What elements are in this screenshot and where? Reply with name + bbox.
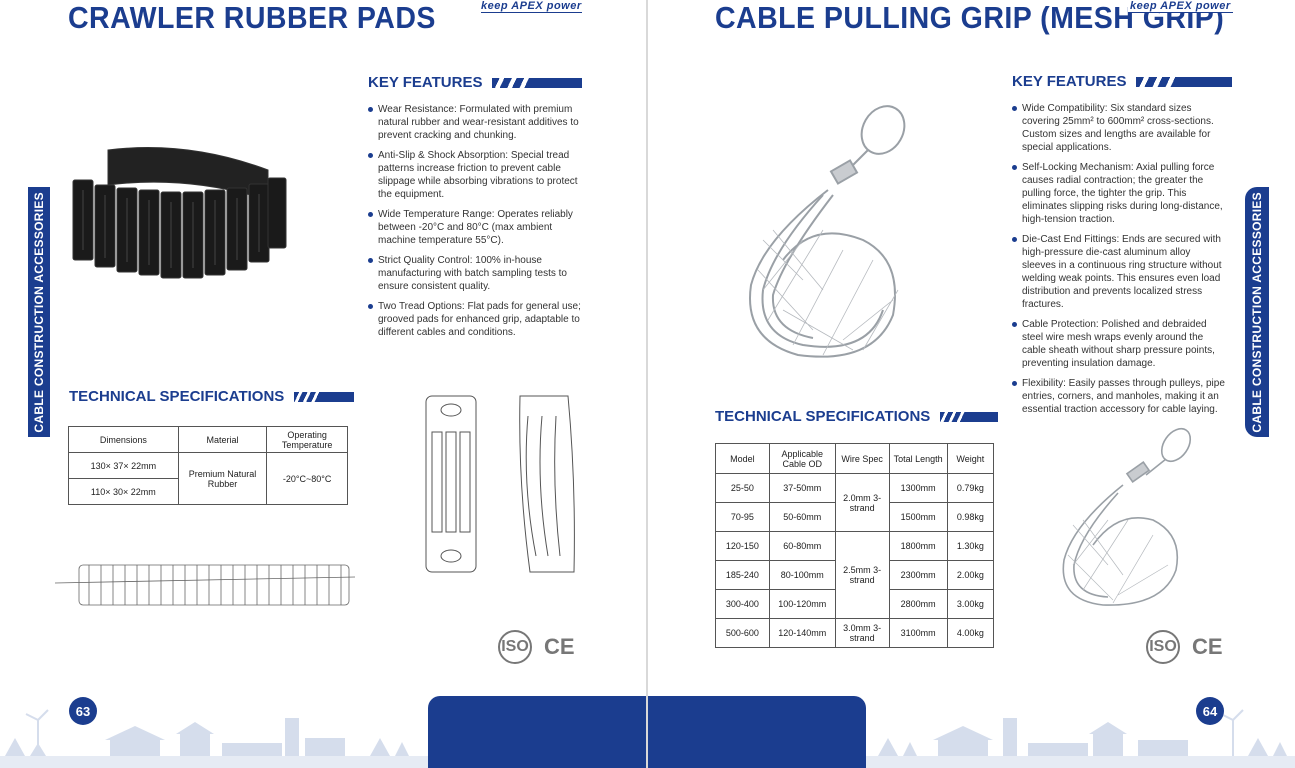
- spec-table: Dimensions Material Operating Temperatur…: [68, 426, 348, 505]
- table-cell: 2800mm: [888, 589, 948, 619]
- page-title: CRAWLER RUBBER PADS: [68, 0, 436, 35]
- spec-table: Model Applicable Cable OD Wire Spec Tota…: [715, 443, 995, 648]
- page-spine: [646, 0, 648, 768]
- feature-item: Wear Resistance: Formulated with premium…: [368, 103, 590, 142]
- table-cell: 1800mm: [888, 531, 948, 561]
- bottom-tab: [648, 696, 866, 768]
- key-features-title: KEY FEATURES: [368, 74, 483, 91]
- key-features-title: KEY FEATURES: [1012, 73, 1127, 90]
- header-cell: Weight: [946, 443, 995, 474]
- feature-list: Wear Resistance: Formulated with premium…: [368, 103, 590, 346]
- table-cell: Premium Natural Rubber: [177, 452, 268, 505]
- header-cell: Applicable Cable OD: [768, 443, 836, 474]
- table-cell: 1500mm: [888, 502, 948, 532]
- table-cell: 2.00kg: [946, 560, 995, 590]
- feature-item: Cable Protection: Polished and debraided…: [1012, 318, 1227, 370]
- table-cell: 0.79kg: [946, 473, 995, 503]
- pad-technical-drawing: [425, 395, 575, 573]
- feature-item: Anti-Slip & Shock Absorption: Special tr…: [368, 149, 590, 201]
- brand-tagline: keep APEX power: [1128, 0, 1233, 13]
- side-tab-label: CABLE CONSTRUCTION ACCESSORIES: [1250, 191, 1264, 433]
- header-cell: Model: [715, 443, 770, 474]
- feature-item: Wide Temperature Range: Operates reliabl…: [368, 208, 590, 247]
- feature-item: Strict Quality Control: 100% in-house ma…: [368, 254, 590, 293]
- table-cell: 1.30kg: [946, 531, 995, 561]
- table-cell: 60-80mm: [768, 531, 836, 561]
- iso-logo: ISO: [1146, 630, 1180, 664]
- feature-list: Wide Compatibility: Six standard sizes c…: [1012, 102, 1227, 423]
- feature-item: Two Tread Options: Flat pads for general…: [368, 300, 590, 339]
- table-cell: 120-140mm: [768, 618, 836, 648]
- table-cell: 3100mm: [888, 618, 948, 648]
- heading-stripes: [294, 391, 355, 402]
- table-cell: 50-60mm: [768, 502, 836, 532]
- side-tab-label: CABLE CONSTRUCTION ACCESSORIES: [32, 191, 46, 433]
- header-cell: Material: [177, 426, 268, 453]
- table-cell: 3.0mm 3-strand: [834, 618, 890, 648]
- table-cell: 0.98kg: [946, 502, 995, 532]
- left-page: CRAWLER RUBBER PADS keep APEX power CABL…: [0, 0, 648, 768]
- key-features-heading: KEY FEATURES: [368, 74, 583, 91]
- ce-logo: CE: [544, 634, 575, 659]
- feature-item: Wide Compatibility: Six standard sizes c…: [1012, 102, 1227, 154]
- table-cell: 4.00kg: [946, 618, 995, 648]
- crawler-pads-photo: [72, 147, 287, 279]
- table-cell: 120-150: [715, 531, 770, 561]
- table-cell: 2.0mm 3-strand: [834, 473, 890, 532]
- table-cell: 25-50: [715, 473, 770, 503]
- brand-tagline: keep APEX power: [481, 0, 582, 13]
- mesh-grip-photo-small: [1062, 427, 1192, 606]
- tech-spec-heading: TECHNICAL SPECIFICATIONS: [715, 408, 999, 425]
- page-number: 63: [69, 697, 97, 725]
- iso-logo: ISO: [498, 630, 532, 664]
- key-features-heading: KEY FEATURES: [1012, 73, 1233, 90]
- table-cell: 300-400: [715, 589, 770, 619]
- table-cell: 130× 37× 22mm: [68, 452, 179, 479]
- tech-spec-title: TECHNICAL SPECIFICATIONS: [69, 388, 285, 405]
- certification-marks: ISO CE: [1146, 630, 1223, 664]
- tech-spec-heading: TECHNICAL SPECIFICATIONS: [69, 388, 355, 405]
- table-cell: 3.00kg: [946, 589, 995, 619]
- ce-logo: CE: [1192, 634, 1223, 659]
- heading-stripes: [1136, 76, 1233, 87]
- side-category-tab: CABLE CONSTRUCTION ACCESSORIES: [28, 187, 50, 437]
- table-cell: 110× 30× 22mm: [68, 478, 179, 505]
- table-cell: 80-100mm: [768, 560, 836, 590]
- header-cell: Total Length: [888, 443, 948, 474]
- table-cell: 185-240: [715, 560, 770, 590]
- table-cell: 100-120mm: [768, 589, 836, 619]
- table-cell: -20°C~80°C: [266, 452, 348, 505]
- mesh-grip-photo: [749, 105, 906, 358]
- certification-marks: ISO CE: [498, 630, 575, 664]
- feature-item: Die-Cast End Fittings: Ends are secured …: [1012, 233, 1227, 311]
- page-number: 64: [1196, 697, 1224, 725]
- table-cell: 500-600: [715, 618, 770, 648]
- table-cell: 37-50mm: [768, 473, 836, 503]
- table-cell: 2300mm: [888, 560, 948, 590]
- header-cell: Wire Spec: [834, 443, 890, 474]
- header-cell: Dimensions: [68, 426, 179, 453]
- bottom-tab: [428, 696, 648, 768]
- heading-stripes: [940, 411, 999, 422]
- feature-item: Flexibility: Easily passes through pulle…: [1012, 377, 1227, 416]
- feature-item: Self-Locking Mechanism: Axial pulling fo…: [1012, 161, 1227, 226]
- side-category-tab: CABLE CONSTRUCTION ACCESSORIES: [1245, 187, 1269, 437]
- table-cell: 1300mm: [888, 473, 948, 503]
- pad-chain-drawing: [55, 564, 356, 606]
- table-cell: 70-95: [715, 502, 770, 532]
- tech-spec-title: TECHNICAL SPECIFICATIONS: [715, 408, 931, 425]
- table-cell: 2.5mm 3-strand: [834, 531, 890, 619]
- header-cell: Operating Temperature: [266, 426, 348, 453]
- right-page: CABLE PULLING GRIP (MESH GRIP) keep APEX…: [648, 0, 1295, 768]
- heading-stripes: [492, 77, 583, 88]
